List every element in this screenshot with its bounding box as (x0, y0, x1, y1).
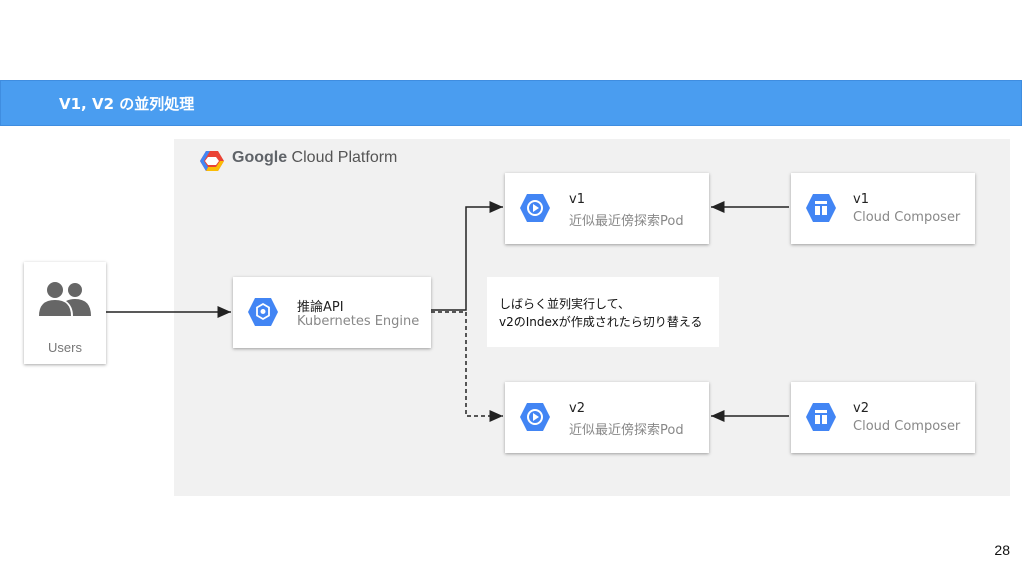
pod-v2-subtitle: 近似最近傍探索Pod (569, 423, 684, 438)
note-box: しばらく並列実行して、 v2のIndexが作成されたら切り替える (487, 277, 719, 347)
pod-v1-title: v1 (569, 192, 585, 207)
page-number: 28 (994, 542, 1010, 558)
note-line-2: v2のIndexが作成されたら切り替える (499, 315, 703, 329)
slide-title: V1, V2 の並列処理 (59, 95, 195, 113)
cloud-composer-icon (806, 403, 836, 431)
composer-v1-title: v1 (853, 192, 869, 207)
cloud-composer-icon (806, 194, 836, 222)
inference-subtitle: Kubernetes Engine (297, 314, 420, 329)
pod-v2-card: v2 近似最近傍探索Pod (505, 382, 709, 453)
pod-v2-title: v2 (569, 401, 585, 416)
users-icon (39, 282, 91, 316)
gcp-label-bold: Google (232, 149, 288, 166)
inference-title: 推論API (297, 300, 344, 315)
compute-engine-icon (520, 194, 550, 222)
gcp-label-rest: Cloud Platform (287, 149, 398, 166)
composer-v1-subtitle: Cloud Composer (853, 210, 961, 225)
kubernetes-engine-icon (248, 298, 278, 326)
compute-engine-icon (520, 403, 550, 431)
inference-api-card: 推論API Kubernetes Engine (233, 277, 431, 348)
pod-v1-card: v1 近似最近傍探索Pod (505, 173, 709, 244)
note-line-1: しばらく並列実行して、 (499, 297, 631, 311)
users-card: Users (24, 262, 106, 364)
pod-v1-subtitle: 近似最近傍探索Pod (569, 214, 684, 229)
users-label: Users (48, 340, 82, 355)
composer-v2-card: v2 Cloud Composer (791, 382, 975, 453)
gcp-logo-icon (200, 151, 224, 171)
title-banner: V1, V2 の並列処理 (0, 80, 1022, 126)
composer-v1-card: v1 Cloud Composer (791, 173, 975, 244)
composer-v2-title: v2 (853, 401, 869, 416)
arrow-api-to-v2 (431, 311, 503, 422)
arrow-api-to-v1 (431, 201, 503, 311)
composer-v2-subtitle: Cloud Composer (853, 419, 961, 434)
gcp-label: Google Cloud Platform (232, 149, 397, 167)
